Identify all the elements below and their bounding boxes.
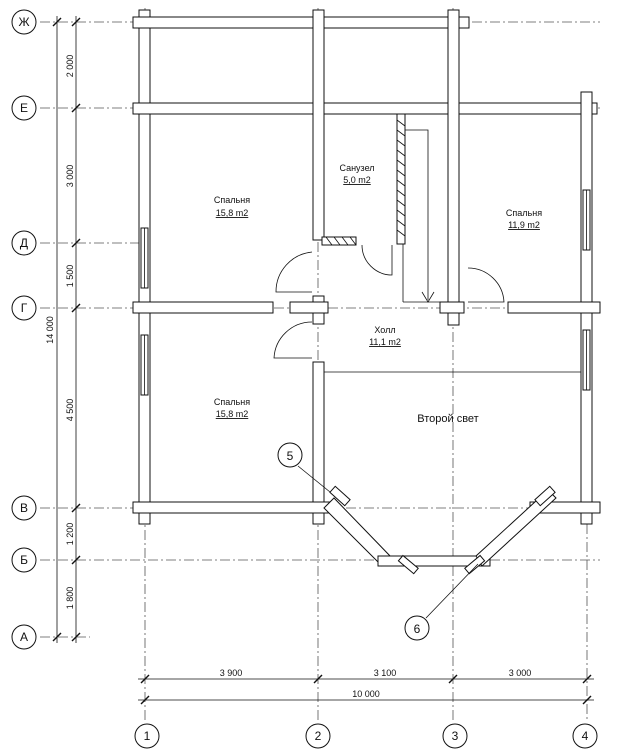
axis-bubble-b: Б (11, 547, 37, 573)
svg-text:4: 4 (582, 729, 589, 743)
axis-bubble-a: А (11, 624, 37, 650)
dim-horizontal-total: 10 000 (352, 689, 380, 699)
svg-text:5: 5 (287, 449, 294, 463)
left-dimension-chain (52, 16, 81, 643)
axis-bubble-4: 4 (572, 723, 598, 749)
bathroom-partition-hatch (325, 119, 406, 246)
dim-zh-e: 2 000 (65, 55, 75, 78)
dim-v-b: 1 200 (65, 523, 75, 546)
callout-6: 6 (404, 563, 479, 641)
doors (273, 244, 505, 359)
axis-bubble-2: 2 (305, 723, 331, 749)
svg-text:3: 3 (452, 729, 459, 743)
room-area-hall: 11,1 m2 (369, 337, 401, 347)
svg-text:В: В (20, 501, 28, 515)
svg-text:А: А (20, 630, 28, 644)
room-name-bedroom-bottom: Спальня (214, 397, 250, 407)
axis-bubble-e: Е (11, 95, 37, 121)
room-area-bedroom-right: 11,9 m2 (508, 220, 540, 230)
dim-e-d: 3 000 (65, 165, 75, 188)
svg-text:1: 1 (144, 729, 151, 743)
room-area-bedroom-top: 15,8 m2 (216, 208, 249, 218)
room-name-bedroom-top: Спальня (214, 195, 250, 205)
walls (132, 9, 601, 575)
axis-bubble-1: 1 (134, 723, 160, 749)
bottom-dimension-chain (138, 674, 594, 705)
axis-bubble-3: 3 (442, 723, 468, 749)
room-name-second-light: Второй свет (417, 413, 478, 425)
axis-bubble-d: Д (11, 230, 37, 256)
svg-text:Е: Е (20, 101, 28, 115)
svg-text:Г: Г (21, 301, 28, 315)
dim-3-4: 3 000 (509, 668, 532, 678)
axis-bubble-v: В (11, 495, 37, 521)
vertical-axis-lines (144, 8, 588, 722)
svg-text:2: 2 (315, 729, 322, 743)
axis-bubble-zh: Ж (11, 9, 37, 35)
dim-2-3: 3 100 (374, 668, 397, 678)
room-name-hall: Холл (374, 325, 395, 335)
dim-vertical-total: 14 000 (45, 316, 55, 344)
room-name-bathroom: Санузел (339, 163, 374, 173)
svg-text:6: 6 (414, 622, 421, 636)
dim-d-g: 1 500 (65, 265, 75, 288)
axis-bubble-g: Г (11, 295, 37, 321)
dim-b-a: 1 800 (65, 587, 75, 610)
dim-g-v: 4 500 (65, 399, 75, 422)
dim-1-2: 3 900 (220, 668, 243, 678)
svg-text:Д: Д (20, 236, 28, 250)
callout-5: 5 (277, 442, 331, 493)
svg-text:Ж: Ж (18, 15, 29, 29)
svg-text:Б: Б (20, 553, 28, 567)
room-name-bedroom-right: Спальня (506, 208, 542, 218)
room-area-bedroom-bottom: 15,8 m2 (216, 409, 249, 419)
room-area-bathroom: 5,0 m2 (343, 175, 371, 185)
